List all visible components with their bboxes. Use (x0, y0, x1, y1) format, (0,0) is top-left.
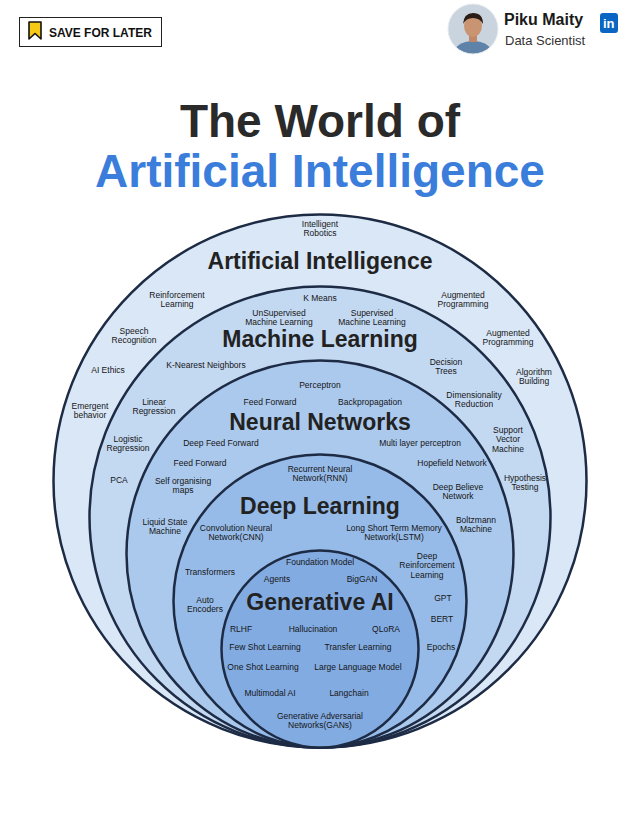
term-label: Backpropagation (338, 398, 402, 407)
term-label: Self organising maps (152, 477, 214, 496)
term-label: Emergent behavior (69, 402, 111, 421)
term-label: Convolution Neural Network(CNN) (197, 524, 275, 543)
ring-circle: Deep Learning Recurrent Neural Network(RN… (172, 453, 468, 749)
term-label: Boltzmann Machine (453, 516, 499, 535)
term-label: Hopefield Network (417, 459, 486, 468)
term-label: Dimensionality Reduction (442, 391, 506, 410)
term-label: Speech Recognition (109, 327, 159, 346)
term-label: One Shot Learning (227, 663, 298, 672)
button-text: SAVE FOR LATER (49, 26, 152, 40)
term-label: AI Ethics (91, 366, 125, 375)
ring-circle: Artificial Intelligence Intelligent Robot… (52, 213, 588, 749)
term-label: UnSupervised Machine Learning (243, 309, 315, 328)
author-name: Piku Maity (504, 10, 583, 29)
badge-text: in (603, 16, 615, 31)
term-label: BERT (431, 615, 454, 624)
term-label: Auto Encoders (185, 596, 225, 615)
term-label: Deep Reinforcement Learning (398, 552, 456, 580)
ring-shape (54, 215, 587, 748)
ring-heading: Deep Learning (240, 494, 400, 519)
term-label: Feed Forward (244, 398, 297, 407)
term-label: Intelligent Robotics (295, 220, 345, 239)
term-label: Decision Trees (424, 358, 468, 377)
term-label: Transformers (185, 568, 235, 577)
term-label: K-Nearest Neighbors (166, 361, 245, 370)
ring-shape (90, 287, 551, 748)
term-label: Augmented Programming (479, 329, 537, 348)
page-title: The World of Artificial Intelligence (88, 96, 552, 196)
bookmark-icon (27, 21, 43, 40)
term-label: Logistic Regression (104, 435, 152, 454)
term-label: Feed Forward (174, 459, 227, 468)
ring-heading: Artificial Intelligence (208, 249, 433, 274)
term-label: QLoRA (372, 625, 400, 634)
term-label: Perceptron (299, 381, 341, 390)
term-label: Linear Regression (130, 398, 178, 417)
term-label: RLHF (230, 625, 252, 634)
term-label: Deep Feed Forward (183, 439, 259, 448)
term-label: GPT (434, 594, 451, 603)
term-label: Supervised Machine Learning (336, 309, 408, 328)
term-label: Transfer Learning (325, 643, 392, 652)
save-button: SAVE FOR LATER (19, 17, 162, 47)
ring-circle: Machine Learning K MeansUnSupervised Mach… (88, 285, 552, 749)
term-label: Hallucination (289, 625, 338, 634)
term-label: Reinforcement Learning (146, 291, 208, 310)
author-role: Data Scientist (505, 33, 585, 49)
term-label: Few Shot Learning (229, 643, 300, 652)
term-label: PCA (110, 476, 127, 485)
ring-heading: Neural Networks (229, 410, 411, 435)
term-label: Long Short Term Memory Network(LSTM) (344, 524, 444, 543)
bookmark-shape (29, 22, 41, 39)
term-label: Epochs (427, 643, 455, 652)
ring-circle: Neural NetworksPerceptronFeed ForwardBac… (125, 359, 515, 749)
ring-shape (127, 361, 514, 748)
ring-shape (222, 551, 419, 748)
term-label: Recurrent Neural Network(RNN) (282, 465, 358, 484)
term-label: Agents (264, 575, 290, 584)
term-label: Liquid State Machine (139, 518, 191, 537)
term-label: K Means (303, 294, 337, 303)
linkedin-badge: in (600, 13, 618, 33)
term-label: Foundation Model (286, 558, 354, 567)
ring-heading: Generative AI (246, 590, 393, 615)
term-label: Support Vector Machine (488, 426, 528, 454)
term-label: BigGAN (347, 575, 378, 584)
term-label: Multi layer perceptron (379, 439, 461, 448)
term-label: Generative Adversarial Networks(GANs) (275, 712, 365, 731)
ring-heading: Machine Learning (222, 327, 418, 352)
avatar-photo (447, 3, 499, 55)
term-label: Augmented Programming (434, 291, 492, 310)
term-label: Algorithm Building (512, 368, 556, 387)
ring-shape (174, 455, 467, 748)
term-label: Large Language Model (314, 663, 401, 672)
term-label: Deep Believe Network (429, 483, 487, 502)
term-label: Langchain (329, 689, 368, 698)
term-label: Multimodal AI (244, 689, 295, 698)
ring-circle: Generative AI Foundation ModelAgents BigGA… (220, 549, 420, 749)
term-label: Hypothesis Testing (502, 474, 548, 493)
